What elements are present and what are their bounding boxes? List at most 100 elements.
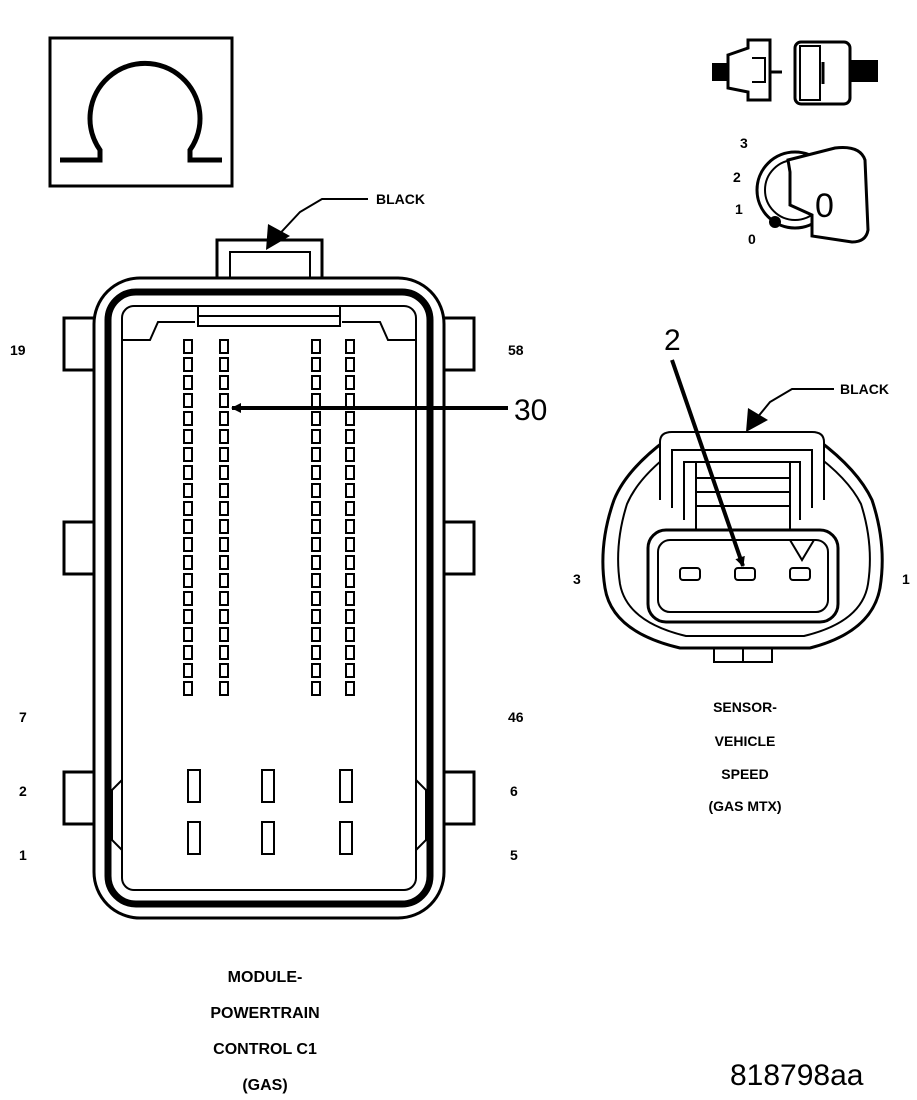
pcm-pin-cavity xyxy=(219,627,229,642)
pcm-pin-cavity xyxy=(219,339,229,354)
pcm-pin-cavity xyxy=(183,663,193,678)
pcm-pin-cavity xyxy=(183,537,193,552)
pcm-pin-cavity xyxy=(311,555,321,570)
pcm-pin-cavity xyxy=(183,645,193,660)
pcm-pin-cavity xyxy=(345,519,355,534)
pcm-pin-cavity xyxy=(311,573,321,588)
pcm-pin-cavity xyxy=(183,681,193,696)
pcm-power-pin-cavity xyxy=(187,821,201,855)
pcm-pin-cavity xyxy=(311,357,321,372)
pcm-pin-cavity xyxy=(345,627,355,642)
pcm-pin-cavity xyxy=(219,411,229,426)
pcm-pin-cavity xyxy=(183,465,193,480)
ignition-pos-3: 3 xyxy=(740,135,748,151)
pcm-pin-cavity xyxy=(183,375,193,390)
pcm-pin-cavity xyxy=(219,501,229,516)
pcm-pin-cavity xyxy=(345,645,355,660)
pcm-pin-cavity xyxy=(311,501,321,516)
vss-color-label: BLACK xyxy=(840,381,889,397)
pcm-pin-cavities xyxy=(183,339,355,855)
vss-connector xyxy=(601,431,884,663)
pcm-pin-cavity xyxy=(219,357,229,372)
pcm-pin-cavity xyxy=(345,609,355,624)
pcm-pin-label-46: 46 xyxy=(508,709,524,725)
pcm-pin-cavity xyxy=(311,339,321,354)
pcm-pin-cavity xyxy=(345,555,355,570)
pcm-pin-label-5: 5 xyxy=(510,847,518,863)
pcm-pin-cavity xyxy=(345,357,355,372)
pcm-pin-cavity xyxy=(183,627,193,642)
pcm-pin-cavity xyxy=(345,411,355,426)
pcm-connector xyxy=(62,238,476,920)
vss-name-line-3: SPEED xyxy=(721,766,768,782)
pcm-pin-cavity xyxy=(219,465,229,480)
vss-name-line-2: VEHICLE xyxy=(715,733,776,749)
pcm-pin-cavity xyxy=(311,627,321,642)
pcm-pin-cavity xyxy=(311,429,321,444)
pcm-pin-cavity xyxy=(219,537,229,552)
pcm-pin-cavity xyxy=(183,393,193,408)
pcm-pin-cavity xyxy=(219,591,229,606)
pcm-pin-cavity xyxy=(345,339,355,354)
vss-color-leader xyxy=(751,388,834,425)
pcm-pin-label-7: 7 xyxy=(19,709,27,725)
vss-callout-arrow xyxy=(670,359,745,567)
pcm-pin-cavity xyxy=(311,465,321,480)
pcm-pin-cavity xyxy=(219,645,229,660)
pcm-pin-cavity xyxy=(345,429,355,444)
pcm-pin-cavity xyxy=(345,447,355,462)
pcm-pin-cavity xyxy=(345,393,355,408)
pcm-pin-cavity xyxy=(345,375,355,390)
pcm-pin-cavity xyxy=(345,465,355,480)
pcm-power-pin-cavity xyxy=(261,769,275,803)
pcm-name-line-3: CONTROL C1 xyxy=(213,1041,317,1058)
vss-callout-pin: 2 xyxy=(664,324,681,357)
pcm-name-line-2: POWERTRAIN xyxy=(210,1005,319,1022)
pcm-pin-cavity xyxy=(345,591,355,606)
pcm-pin-cavity xyxy=(311,375,321,390)
pcm-color-leader-arrow xyxy=(266,224,290,250)
pcm-pin-cavity xyxy=(219,447,229,462)
pcm-pin-cavity xyxy=(219,555,229,570)
pcm-pin-cavity xyxy=(219,681,229,696)
pcm-pin-cavity xyxy=(183,483,193,498)
vss-color-leader-arrow xyxy=(746,408,768,432)
pcm-pin-cavity xyxy=(219,393,229,408)
vss-pin-label-1: 1 xyxy=(902,571,910,587)
vss-name-line-4: (GAS MTX) xyxy=(708,798,781,814)
pcm-pin-label-2: 2 xyxy=(19,783,27,799)
pcm-name-line-4: (GAS) xyxy=(242,1077,287,1094)
pcm-power-pin-cavity xyxy=(261,821,275,855)
pcm-pin-cavity xyxy=(345,483,355,498)
ohmmeter-icon xyxy=(48,36,234,188)
pcm-pin-cavity xyxy=(183,357,193,372)
pcm-name-line-1: MODULE- xyxy=(228,969,303,986)
pcm-pin-cavity xyxy=(311,681,321,696)
pcm-callout-pin: 30 xyxy=(514,394,547,427)
figure-id: 818798aa xyxy=(730,1059,864,1092)
pcm-pin-cavity xyxy=(183,591,193,606)
pcm-pin-cavity xyxy=(183,519,193,534)
pcm-power-pin-cavity xyxy=(187,769,201,803)
pcm-pin-label-1: 1 xyxy=(19,847,27,863)
vss-name-line-1: SENSOR- xyxy=(713,699,777,715)
pcm-pin-cavity xyxy=(183,339,193,354)
pcm-pin-cavity xyxy=(345,573,355,588)
pcm-pin-cavity xyxy=(311,519,321,534)
ignition-key-icon: 3 2 1 0 0 xyxy=(733,135,870,247)
ignition-pos-1: 1 xyxy=(735,201,743,217)
pcm-pin-cavity xyxy=(183,429,193,444)
pcm-pin-cavity xyxy=(311,645,321,660)
pcm-pin-cavity xyxy=(183,501,193,516)
pcm-pin-label-6: 6 xyxy=(510,783,518,799)
pcm-color-label: BLACK xyxy=(376,191,425,207)
disconnected-connector-icon xyxy=(712,38,878,106)
pcm-pin-cavity xyxy=(183,447,193,462)
pcm-pin-cavity xyxy=(311,393,321,408)
pcm-pin-cavity xyxy=(219,483,229,498)
pcm-pin-cavity xyxy=(183,411,193,426)
pcm-pin-cavity xyxy=(311,537,321,552)
pcm-pin-cavity xyxy=(345,681,355,696)
pcm-pin-cavity xyxy=(311,591,321,606)
